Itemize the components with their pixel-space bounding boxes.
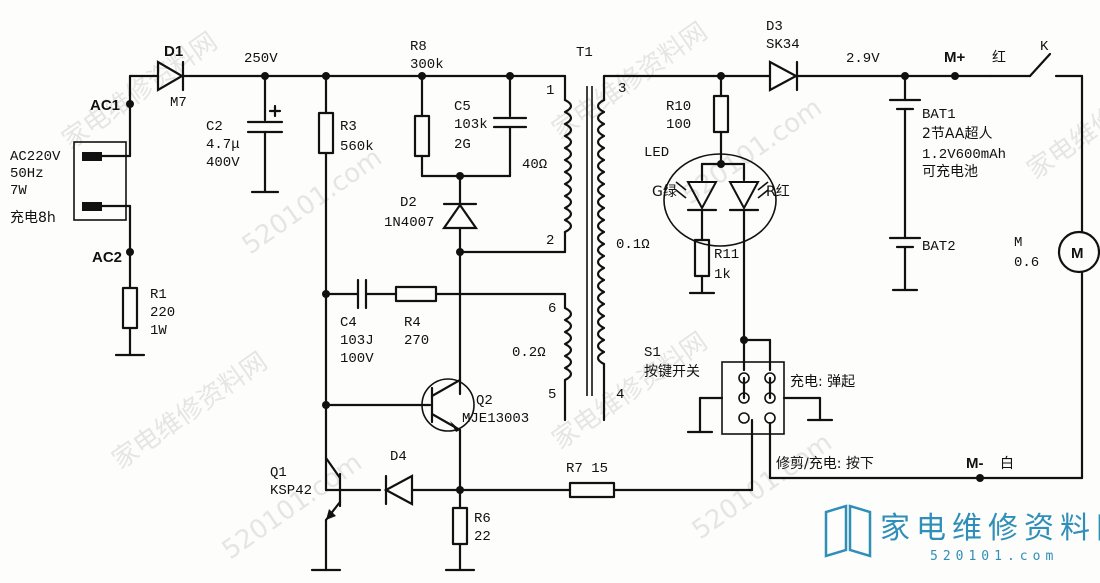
label-r8: R8 bbox=[410, 39, 427, 55]
label-c2-voltage: 400V bbox=[206, 155, 240, 171]
labels: AC1 AC2 AC220V 50Hz 7W 充电8h D1 M7 250V C… bbox=[10, 19, 1084, 545]
label-r6-value: 22 bbox=[474, 529, 491, 545]
label-r10-value: 100 bbox=[666, 117, 691, 133]
label-pin2: 2 bbox=[546, 233, 554, 249]
label-q1-part: KSP42 bbox=[270, 483, 312, 499]
label-q2: Q2 bbox=[476, 393, 493, 409]
label-r6: R6 bbox=[474, 511, 491, 527]
label-d1-part: M7 bbox=[170, 95, 187, 111]
label-c4: C4 bbox=[340, 315, 357, 331]
label-d2-part: 1N4007 bbox=[384, 215, 434, 231]
wires bbox=[73, 52, 1100, 572]
label-r7: R7 15 bbox=[566, 461, 608, 477]
label-02ohm: 0.2Ω bbox=[512, 345, 546, 361]
watermark-text: 520101.com bbox=[217, 448, 368, 566]
label-r1-value: 220 bbox=[150, 305, 175, 321]
label-trim-pressed: 修剪/充电: 按下 bbox=[776, 456, 874, 472]
label-bat1-type: 可充电池 bbox=[922, 164, 978, 180]
label-c5: C5 bbox=[454, 99, 471, 115]
label-r1: R1 bbox=[150, 287, 167, 303]
label-r11-value: 1k bbox=[714, 267, 731, 283]
label-c5-value: 103k bbox=[454, 117, 488, 133]
label-bat1: BAT1 bbox=[922, 107, 956, 123]
label-ac-input: 7W bbox=[10, 183, 27, 199]
watermark-text: 家电维修资料网 bbox=[57, 27, 223, 156]
label-250v: 250V bbox=[244, 51, 278, 67]
label-d2: D2 bbox=[400, 195, 417, 211]
label-c2: C2 bbox=[206, 119, 223, 135]
label-c4-value: 103J bbox=[340, 333, 374, 349]
label-led-red: R红 bbox=[766, 184, 790, 200]
label-led-green: G绿 bbox=[652, 184, 677, 200]
watermark-text: 520101.com bbox=[237, 143, 388, 261]
watermark-text: 520101.com bbox=[687, 428, 838, 546]
site-logo: 家电维修资料网 520101.com bbox=[824, 504, 1100, 564]
label-bat1-spec: 1.2V600mAh bbox=[922, 147, 1006, 163]
label-d4: D4 bbox=[390, 449, 407, 465]
label-switch-k: K bbox=[1040, 39, 1049, 55]
label-ac1: AC1 bbox=[90, 97, 120, 114]
label-r10: R10 bbox=[666, 99, 691, 115]
label-led: LED bbox=[644, 145, 669, 161]
label-c5-rating: 2G bbox=[454, 137, 471, 153]
label-r8-value: 300k bbox=[410, 57, 444, 73]
label-s1-desc: 按键开关 bbox=[644, 364, 700, 380]
label-pin4: 4 bbox=[616, 387, 624, 403]
label-pin1: 1 bbox=[546, 83, 554, 99]
label-r4: R4 bbox=[404, 315, 421, 331]
label-r3: R3 bbox=[340, 119, 357, 135]
motor-symbol: M bbox=[1071, 245, 1084, 262]
label-m-minus: M- bbox=[966, 455, 984, 472]
label-ac-input: 充电8h bbox=[10, 210, 56, 226]
label-2-9v: 2.9V bbox=[846, 51, 880, 67]
label-01ohm: 0.1Ω bbox=[616, 237, 650, 253]
watermark-text: 家电维修资料网 bbox=[547, 327, 713, 456]
junction-dots bbox=[126, 72, 984, 494]
logo-url: 520101.com bbox=[930, 549, 1058, 564]
label-ac-input: 50Hz bbox=[10, 166, 44, 182]
label-motor: M bbox=[1014, 235, 1022, 251]
label-pin3: 3 bbox=[618, 81, 626, 97]
label-r4-value: 270 bbox=[404, 333, 429, 349]
label-d3-part: SK34 bbox=[766, 37, 800, 53]
label-c4-voltage: 100V bbox=[340, 351, 374, 367]
label-r3-value: 560k bbox=[340, 139, 374, 155]
label-bat2: BAT2 bbox=[922, 239, 956, 255]
label-d3: D3 bbox=[766, 19, 783, 35]
label-motor-value: 0.6 bbox=[1014, 255, 1039, 271]
label-bat1-desc: 2节AA超人 bbox=[922, 126, 992, 142]
label-r11: R11 bbox=[714, 247, 739, 263]
label-d1: D1 bbox=[164, 43, 183, 60]
label-t1: T1 bbox=[576, 45, 593, 61]
label-40ohm: 40Ω bbox=[522, 157, 547, 173]
label-ac-input: AC220V bbox=[10, 149, 61, 165]
label-white-wire: 白 bbox=[1000, 456, 1014, 472]
label-pin5: 5 bbox=[548, 387, 556, 403]
watermark-text: 家电维修资料网 bbox=[107, 347, 273, 476]
book-icon bbox=[824, 504, 872, 558]
label-c2-value: 4.7μ bbox=[206, 137, 240, 153]
label-charge-released: 充电: 弹起 bbox=[790, 374, 855, 390]
label-r1-power: 1W bbox=[150, 323, 167, 339]
label-red-wire: 红 bbox=[992, 50, 1006, 66]
label-s1: S1 bbox=[644, 345, 661, 361]
label-ac2: AC2 bbox=[92, 249, 122, 266]
logo-title: 家电维修资料网 bbox=[880, 511, 1100, 546]
label-q1: Q1 bbox=[270, 465, 287, 481]
label-q2-part: MJE13003 bbox=[462, 411, 529, 427]
label-m-plus: M+ bbox=[944, 49, 965, 66]
label-pin6: 6 bbox=[548, 301, 556, 317]
